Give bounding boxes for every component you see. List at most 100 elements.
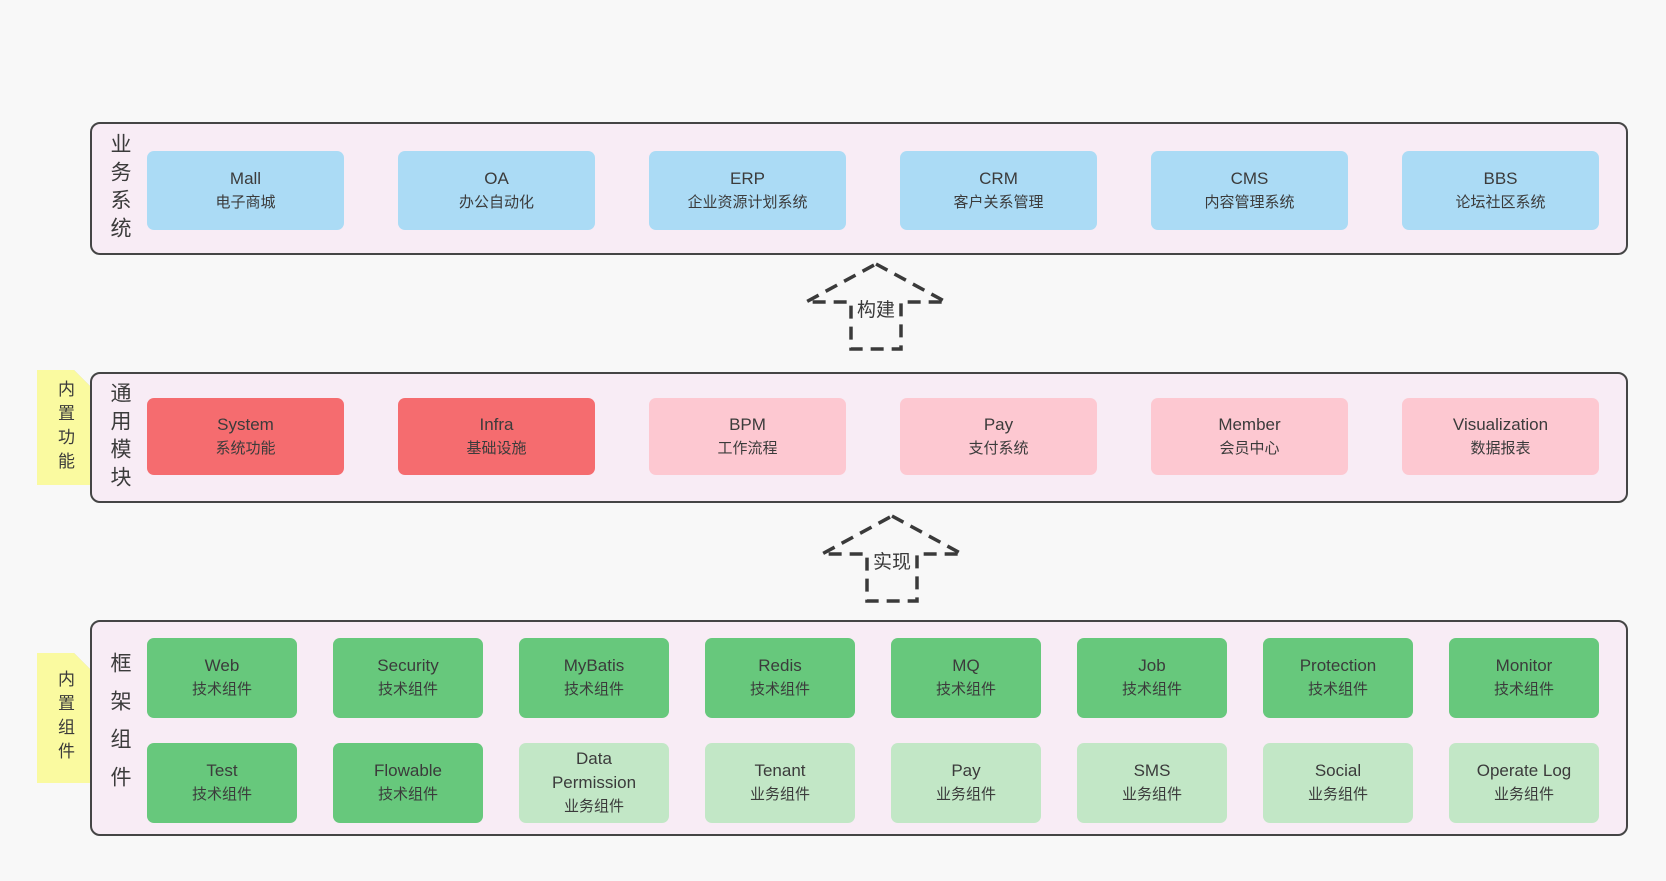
box-title: Job [1138, 656, 1166, 675]
box-title: BBS [1483, 168, 1518, 188]
box-subtitle: 业务组件 [563, 798, 624, 815]
box-subtitle: 技术组件 [377, 681, 438, 698]
box-social: Social 业务组件 [1263, 743, 1413, 823]
box-tenant: Tenant 业务组件 [705, 743, 855, 823]
box-title: Visualization [1452, 414, 1549, 434]
box-oa: OA 办公自动化 [398, 151, 595, 230]
box-title: Tenant [754, 761, 806, 780]
box-title: Infra [479, 414, 514, 434]
box-subtitle: 电子商城 [215, 193, 276, 211]
box-pay-component: Pay 业务组件 [891, 743, 1041, 823]
build-arrow: 构建 [801, 260, 951, 352]
box-subtitle: 业务组件 [1493, 786, 1554, 803]
layer-title: 业务系统 [108, 132, 131, 245]
box-title: SMS [1133, 761, 1171, 780]
box-subtitle: 系统功能 [215, 439, 276, 457]
box-title: ERP [730, 168, 765, 188]
box-title: Member [1218, 414, 1281, 434]
box-title: BPM [729, 414, 766, 434]
business-systems-layer: 业务系统 Mall 电子商城 OA 办公自动化 ERP 企业资源计划系统 CRM… [90, 122, 1628, 255]
box-cms: CMS 内容管理系统 [1151, 151, 1348, 230]
box-subtitle: 技术组件 [563, 681, 624, 698]
box-subtitle: 技术组件 [377, 786, 438, 803]
up-arrow-icon [805, 262, 947, 351]
layer-title: 通用模块 [108, 381, 131, 494]
box-subtitle: 会员中心 [1219, 439, 1280, 457]
box-subtitle: 客户关系管理 [953, 193, 1044, 211]
box-title: Pay [983, 414, 1014, 434]
box-subtitle: 业务组件 [1121, 786, 1182, 803]
box-crm: CRM 客户关系管理 [900, 151, 1097, 230]
box-subtitle: 工作流程 [717, 439, 778, 457]
box-title: System [217, 414, 274, 434]
sticky-tab-built-in-components: 内置组件 [37, 653, 92, 783]
box-subtitle: 技术组件 [935, 681, 996, 698]
box-subtitle: 技术组件 [191, 786, 252, 803]
box-mq: MQ 技术组件 [891, 638, 1041, 718]
box-bbs: BBS 论坛社区系统 [1402, 151, 1599, 230]
box-subtitle: 技术组件 [191, 681, 252, 698]
box-subtitle: 基础设施 [466, 439, 527, 457]
box-title: Flowable [373, 761, 443, 780]
framework-components-layer: 框架组件 Web 技术组件 Security 技术组件 MyBatis 技术组件… [90, 620, 1628, 836]
box-title: CMS [1230, 168, 1269, 188]
common-modules-layer: 通用模块 System 系统功能 Infra 基础设施 BPM 工作流程 Pay… [90, 372, 1628, 503]
box-subtitle: 企业资源计划系统 [687, 193, 808, 211]
box-mall: Mall 电子商城 [147, 151, 344, 230]
box-subtitle: 支付系统 [968, 439, 1029, 457]
box-operate-log: Operate Log 业务组件 [1449, 743, 1599, 823]
up-arrow-icon [821, 514, 963, 603]
box-web: Web 技术组件 [147, 638, 297, 718]
box-infra: Infra 基础设施 [398, 398, 595, 475]
box-erp: ERP 企业资源计划系统 [649, 151, 846, 230]
common-modules-row: System 系统功能 Infra 基础设施 BPM 工作流程 Pay 支付系统… [147, 398, 1599, 475]
box-visualization: Visualization 数据报表 [1402, 398, 1599, 475]
business-systems-row: Mall 电子商城 OA 办公自动化 ERP 企业资源计划系统 CRM 客户关系… [147, 151, 1599, 230]
box-data-permission: Data Permission 业务组件 [519, 743, 669, 823]
box-mybatis: MyBatis 技术组件 [519, 638, 669, 718]
box-title: Protection [1299, 656, 1377, 675]
box-title: Operate Log [1476, 761, 1572, 780]
box-subtitle: 技术组件 [1307, 681, 1368, 698]
box-security: Security 技术组件 [333, 638, 483, 718]
box-flowable: Flowable 技术组件 [333, 743, 483, 823]
box-subtitle: 业务组件 [749, 786, 810, 803]
box-job: Job 技术组件 [1077, 638, 1227, 718]
box-subtitle: 业务组件 [935, 786, 996, 803]
box-title: Data Permission [551, 749, 637, 792]
box-title: Social [1314, 761, 1362, 780]
box-subtitle: 内容管理系统 [1204, 193, 1295, 211]
implement-arrow: 实现 [817, 512, 967, 604]
box-title: Security [377, 656, 439, 675]
box-monitor: Monitor 技术组件 [1449, 638, 1599, 718]
box-title: Test [206, 761, 238, 780]
box-title: Monitor [1495, 656, 1553, 675]
box-title: MyBatis [563, 656, 625, 675]
build-arrow-label: 构建 [852, 293, 900, 323]
implement-arrow-label: 实现 [868, 545, 916, 575]
box-subtitle: 论坛社区系统 [1455, 193, 1546, 211]
box-title: Mall [229, 168, 262, 188]
box-title: OA [484, 168, 509, 188]
biz-components-row: Test 技术组件 Flowable 技术组件 Data Permission … [147, 743, 1599, 823]
box-protection: Protection 技术组件 [1263, 638, 1413, 718]
box-subtitle: 数据报表 [1470, 439, 1531, 457]
box-subtitle: 业务组件 [1307, 786, 1368, 803]
box-subtitle: 技术组件 [1493, 681, 1554, 698]
box-test: Test 技术组件 [147, 743, 297, 823]
box-title: Redis [758, 656, 802, 675]
layer-title: 框架组件 [108, 652, 131, 804]
box-subtitle: 办公自动化 [458, 193, 534, 211]
box-title: Web [204, 656, 240, 675]
box-title: MQ [952, 656, 980, 675]
box-member: Member 会员中心 [1151, 398, 1348, 475]
tech-components-row: Web 技术组件 Security 技术组件 MyBatis 技术组件 Redi… [147, 638, 1599, 718]
box-title: Pay [951, 761, 981, 780]
box-title: CRM [979, 168, 1018, 188]
box-sms: SMS 业务组件 [1077, 743, 1227, 823]
box-redis: Redis 技术组件 [705, 638, 855, 718]
box-system: System 系统功能 [147, 398, 344, 475]
sticky-tab-built-in-features: 内置功能 [37, 370, 92, 485]
box-subtitle: 技术组件 [1121, 681, 1182, 698]
